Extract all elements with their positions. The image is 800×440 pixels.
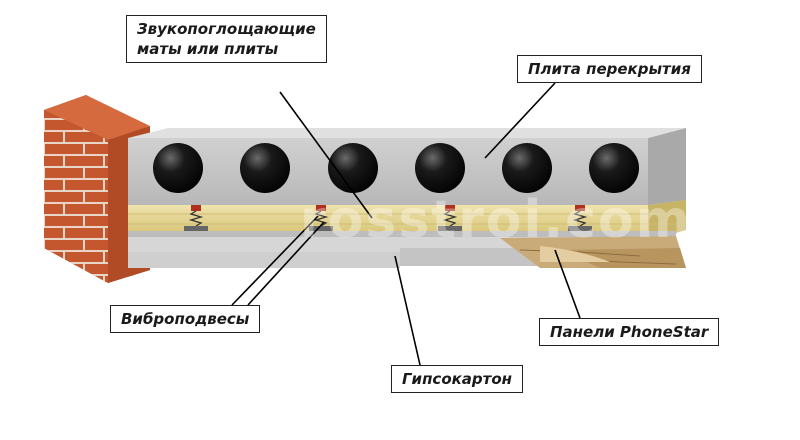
vibro-hanger [309,205,333,231]
vibro-hanger [568,205,592,231]
slab-hole [153,143,203,193]
slab-hole [415,143,465,193]
label-drywall: Гипсокартон [391,365,524,393]
leader-slab [484,82,556,159]
leader-drywall [394,255,421,366]
slab-hole [240,143,290,193]
slab-holes [153,143,639,193]
leader-sound-mats [279,91,373,219]
leader-lines [231,82,581,366]
vibro-hanger [438,205,462,231]
label-slab: Плита перекрытия [517,55,702,83]
label-vibro-hangers: Виброподвесы [110,305,261,333]
brick-wall [44,95,150,283]
leader-vibro-2 [247,221,325,306]
slab-hole [328,143,378,193]
label-phonestar: Панели PhoneStar [539,318,720,346]
leader-vibro-1 [231,215,319,306]
vibro-hanger [184,205,208,231]
floor-slab [128,128,686,205]
metal-profile [128,231,676,237]
label-sound-mats: Звукопоглощающие маты или плиты [126,15,327,63]
slab-hole [589,143,639,193]
label-sound-mats-line-1: Звукопоглощающие [137,20,316,38]
leader-phonestar [554,249,581,319]
vibro-hangers [184,205,592,231]
slab-hole [502,143,552,193]
label-sound-mats-line-2: маты или плиты [137,40,279,58]
